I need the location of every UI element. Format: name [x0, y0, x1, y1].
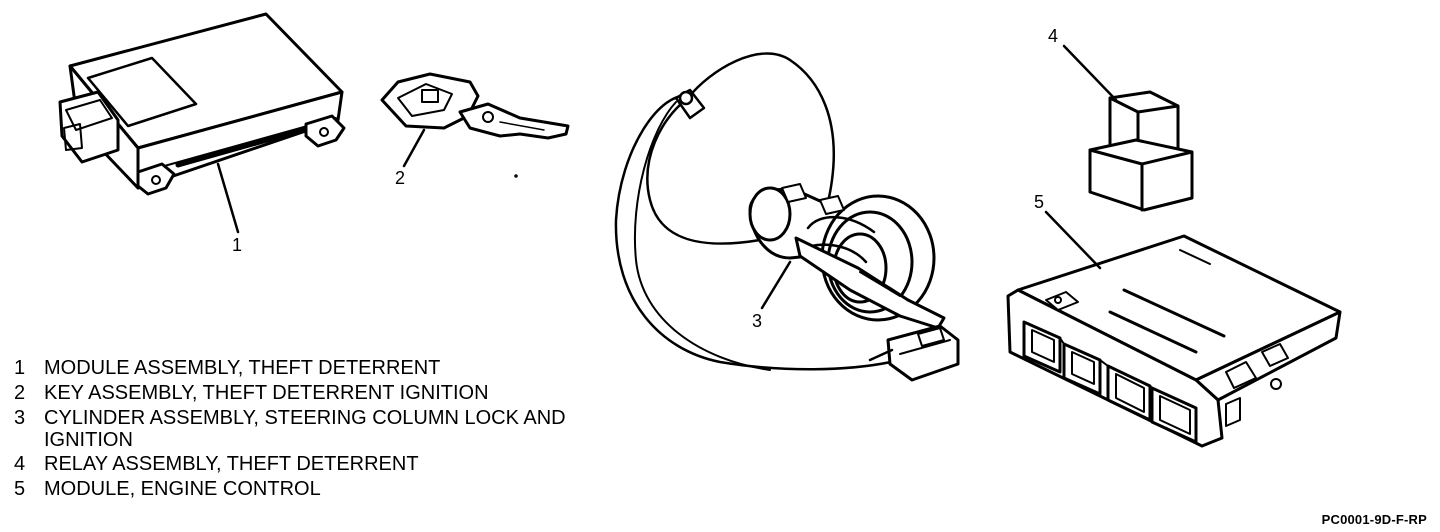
figure-code: PC0001-9D-F-RP — [1322, 512, 1427, 527]
callout-1: 1 — [232, 236, 242, 254]
legend-item: 5 MODULE, ENGINE CONTROL — [14, 478, 654, 500]
callout-4: 4 — [1048, 27, 1058, 45]
legend-item: 4 RELAY ASSEMBLY, THEFT DETERRENT — [14, 453, 654, 475]
legend-label: MODULE ASSEMBLY, THEFT DETERRENT — [44, 357, 654, 379]
parts-legend: 1 MODULE ASSEMBLY, THEFT DETERRENT 2 KEY… — [14, 357, 654, 503]
ignition-key-drawing — [382, 74, 568, 166]
legend-number: 2 — [14, 382, 44, 404]
legend-label: RELAY ASSEMBLY, THEFT DETERRENT — [44, 453, 654, 475]
lock-cylinder-drawing — [616, 54, 958, 380]
legend-number: 5 — [14, 478, 44, 500]
legend-item: 2 KEY ASSEMBLY, THEFT DETERRENT IGNITION — [14, 382, 654, 404]
callout-5: 5 — [1034, 193, 1044, 211]
engine-control-module-drawing — [1008, 212, 1340, 446]
legend-label: KEY ASSEMBLY, THEFT DETERRENT IGNITION — [44, 382, 654, 404]
relay-drawing — [1064, 46, 1192, 210]
legend-label: MODULE, ENGINE CONTROL — [44, 478, 654, 500]
legend-label: CYLINDER ASSEMBLY, STEERING COLUMN LOCK … — [44, 407, 654, 451]
legend-number: 1 — [14, 357, 44, 379]
legend-item: 3 CYLINDER ASSEMBLY, STEERING COLUMN LOC… — [14, 407, 654, 451]
legend-number: 4 — [14, 453, 44, 475]
callout-3: 3 — [752, 312, 762, 330]
legend-number: 3 — [14, 407, 44, 451]
scan-dot — [515, 175, 517, 177]
callout-2: 2 — [395, 169, 405, 187]
legend-item: 1 MODULE ASSEMBLY, THEFT DETERRENT — [14, 357, 654, 379]
theft-deterrent-module-drawing — [60, 14, 344, 232]
